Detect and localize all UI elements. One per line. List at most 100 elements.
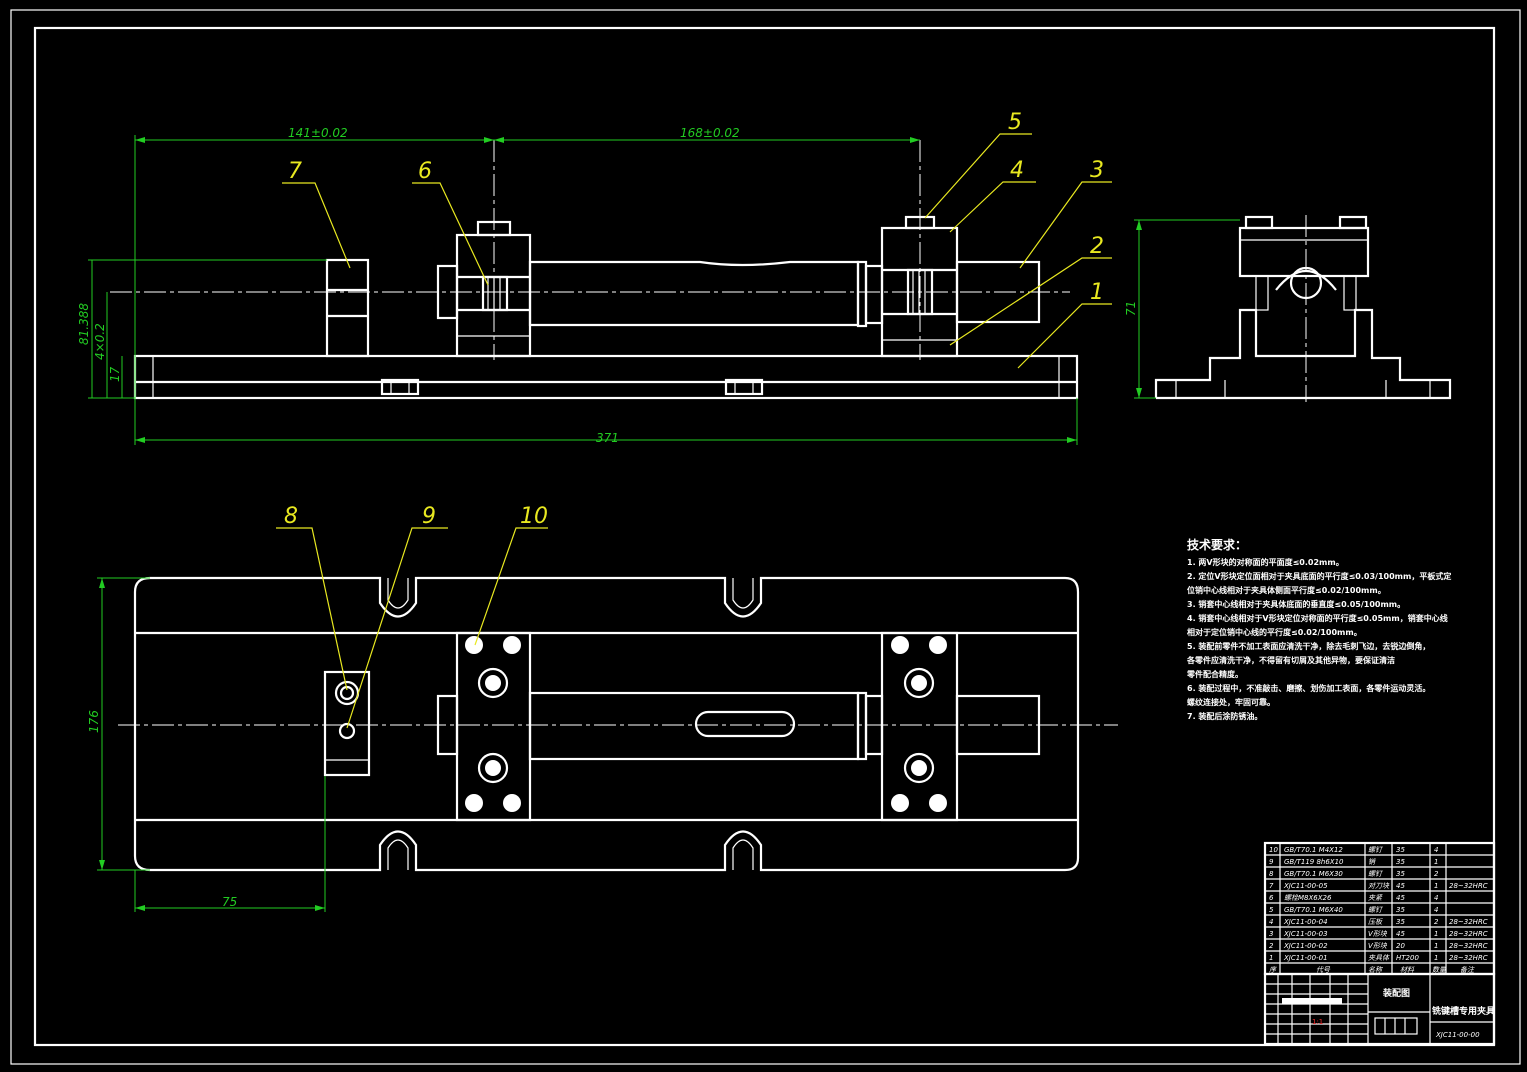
tech-note-line: 1. 两V形块的对称面的平面度≤0.02mm。 (1187, 557, 1344, 567)
tech-notes-heading: 技术要求： (1187, 537, 1247, 552)
svg-text:5: 5 (1269, 906, 1274, 914)
svg-text:4: 4 (1269, 918, 1273, 926)
svg-text:GB/T119 8h6X10: GB/T119 8h6X10 (1284, 858, 1344, 866)
bom-row: 9 GB/T119 8h6X10 销 35 1 (1269, 858, 1438, 866)
svg-text:28~32HRC: 28~32HRC (1449, 882, 1488, 890)
balloon-1: 1 (1090, 280, 1104, 305)
side-dimension: 71 (1124, 219, 1240, 399)
svg-text:35: 35 (1396, 918, 1405, 926)
svg-text:GB/T70.1 M6X30: GB/T70.1 M6X30 (1284, 870, 1343, 878)
svg-text:材料: 材料 (1400, 966, 1415, 974)
svg-text:2: 2 (1434, 870, 1439, 878)
bom-header-row: 序代号名称材料数量备注 (1269, 966, 1475, 974)
svg-text:1: 1 (1434, 858, 1438, 866)
balloon-10: 10 (520, 504, 548, 529)
svg-text:28~32HRC: 28~32HRC (1449, 930, 1488, 938)
svg-text:28~32HRC: 28~32HRC (1449, 954, 1488, 962)
tech-note-line: 2. 定位V形块定位面相对于夹具底面的平行度≤0.03/100mm，平板式定 (1187, 571, 1451, 581)
balloon-9: 9 (422, 504, 436, 529)
svg-text:4: 4 (1434, 906, 1438, 914)
svg-text:4: 4 (1434, 894, 1438, 902)
balloon-5: 5 (1008, 110, 1022, 135)
outer-frame (10, 9, 1521, 1065)
svg-text:XJC11-00-05: XJC11-00-05 (1283, 882, 1328, 890)
svg-text:GB/T70.1 M4X12: GB/T70.1 M4X12 (1284, 846, 1343, 854)
tech-note-line: 各零件应清洗干净，不得留有切屑及其他异物，要保证清洁 (1186, 655, 1395, 665)
svg-text:2: 2 (1269, 942, 1274, 950)
svg-text:GB/T70.1 M6X40: GB/T70.1 M6X40 (1284, 906, 1343, 914)
svg-text:35: 35 (1396, 906, 1405, 914)
tech-note-line: 位销中心线相对于夹具体侧面平行度≤0.02/100mm。 (1187, 585, 1386, 595)
svg-text:9: 9 (1269, 858, 1274, 866)
tech-note-line: 零件配合精度。 (1186, 669, 1243, 679)
svg-text:名称: 名称 (1368, 966, 1383, 974)
svg-text:35: 35 (1396, 846, 1405, 854)
balloon-6: 6 (418, 159, 432, 184)
svg-text:V形块: V形块 (1368, 930, 1388, 938)
svg-text:1: 1 (1434, 954, 1438, 962)
svg-text:1: 1 (1269, 954, 1273, 962)
bom-row: 5 GB/T70.1 M6X40 螺钉 35 4 (1269, 906, 1438, 914)
plan-view (118, 576, 1118, 872)
dim-168: 168±0.02 (680, 126, 740, 140)
front-dimensions: 141±0.02 168±0.02 371 81.388 4×0.2 17 (77, 126, 1078, 445)
tech-note-line: 7. 装配后涂防锈油。 (1187, 711, 1262, 721)
svg-text:10: 10 (1269, 846, 1278, 854)
tech-note-line: 相对于定位销中心线的平行度≤0.02/100mm。 (1187, 627, 1362, 637)
svg-text:螺钉: 螺钉 (1368, 870, 1384, 878)
svg-text:1: 1 (1434, 930, 1438, 938)
svg-text:2: 2 (1434, 918, 1439, 926)
svg-text:夹紧: 夹紧 (1368, 894, 1383, 902)
svg-text:45: 45 (1396, 882, 1405, 890)
svg-text:35: 35 (1396, 858, 1405, 866)
svg-text:对刀块: 对刀块 (1368, 882, 1390, 890)
svg-text:XJC11-00-03: XJC11-00-03 (1283, 930, 1328, 938)
svg-text:夹具体: 夹具体 (1368, 954, 1390, 962)
svg-text:螺钉: 螺钉 (1368, 906, 1384, 914)
tech-note-line: 4. 销套中心线相对于V形块定位对称面的平行度≤0.05mm，销套中心线 (1187, 613, 1448, 623)
bom-row: 1 XJC11-00-01 夹具体 HT200 1 28~32HRC (1269, 954, 1488, 962)
plan-balloons: 8 9 10 (276, 504, 548, 729)
svg-text:销: 销 (1368, 858, 1377, 866)
tech-note-line: 5. 装配前零件不加工表面应清洗干净，除去毛刺飞边，去锐边倒角， (1187, 641, 1430, 651)
svg-text:HT200: HT200 (1396, 954, 1419, 962)
plan-dimensions: 176 75 (87, 577, 326, 912)
svg-text:28~32HRC: 28~32HRC (1449, 942, 1488, 950)
svg-text:XJC11-00-01: XJC11-00-01 (1283, 954, 1328, 962)
dim-71: 71 (1124, 301, 1138, 316)
tech-note-line: 3. 销套中心线相对于夹具体底面的垂直度≤0.05/100mm。 (1187, 599, 1405, 609)
svg-text:28~32HRC: 28~32HRC (1449, 918, 1488, 926)
svg-text:V形块: V形块 (1368, 942, 1388, 950)
svg-text:序: 序 (1269, 966, 1277, 974)
balloon-3: 3 (1090, 158, 1104, 183)
drawing-name: 铣键槽专用夹具 (1432, 1005, 1495, 1017)
technical-requirements: 技术要求： 1. 两V形块的对称面的平面度≤0.02mm。 2. 定位V形块定位… (1186, 537, 1451, 721)
dim-141: 141±0.02 (288, 126, 348, 140)
svg-text:7: 7 (1269, 882, 1274, 890)
balloon-7: 7 (288, 159, 302, 184)
svg-text:代号: 代号 (1316, 966, 1331, 974)
bill-of-materials: 10 GB/T70.1 M4X12 螺钉 35 4 9 GB/T119 8h6X10 销 35… (1263, 841, 1496, 976)
svg-text:45: 45 (1396, 894, 1405, 902)
svg-text:20: 20 (1396, 942, 1405, 950)
side-view (1154, 215, 1452, 402)
dim-left-h2: 4×0.2 (93, 323, 107, 360)
drawing-type: 装配图 (1382, 987, 1410, 999)
svg-text:螺栓M8X6X26: 螺栓M8X6X26 (1284, 894, 1332, 902)
dim-371: 371 (596, 431, 619, 445)
front-balloons: 7 6 5 4 3 2 1 (282, 110, 1112, 369)
svg-text:XJC11-00-04: XJC11-00-04 (1283, 918, 1328, 926)
svg-text:1: 1 (1434, 942, 1438, 950)
svg-text:4: 4 (1434, 846, 1438, 854)
svg-text:45: 45 (1396, 930, 1405, 938)
svg-text:备注: 备注 (1460, 966, 1475, 974)
balloon-8: 8 (284, 504, 298, 529)
inner-border (33, 26, 1496, 1047)
dim-75: 75 (222, 895, 237, 909)
